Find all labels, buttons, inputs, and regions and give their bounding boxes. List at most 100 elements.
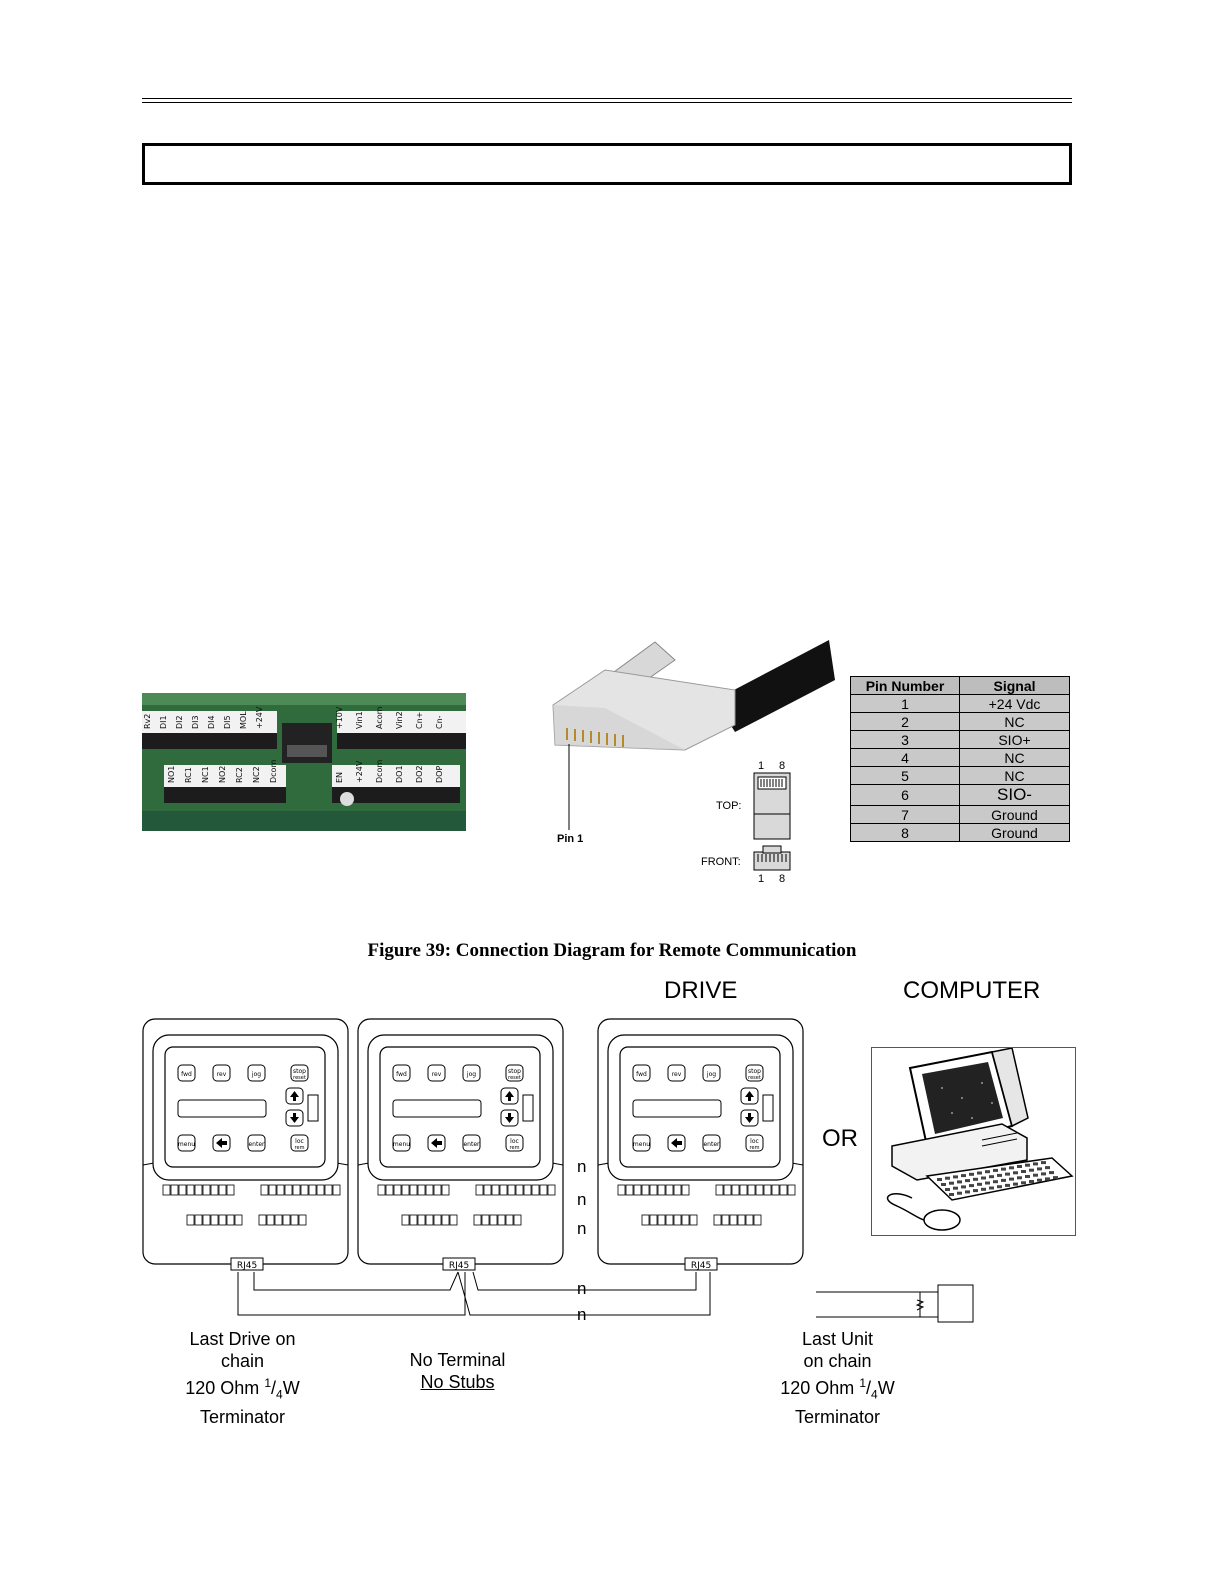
terminal-label: NC2 (252, 766, 261, 783)
column-header-signal: Signal (959, 676, 1070, 695)
n-mark-2: n (577, 1190, 587, 1209)
terminal-label: DI4 (207, 715, 216, 729)
signal-cell: SIO+ (959, 730, 1070, 749)
figure-caption: Figure 39: Connection Diagram for Remote… (367, 940, 857, 961)
loc-rem-button-label: loc (510, 1138, 519, 1145)
rev-button-label: rev (672, 1071, 682, 1078)
pin-cell: 2 (850, 712, 960, 731)
n-mark-1: n (577, 1157, 587, 1176)
rj45-connector-photo (545, 640, 835, 890)
terminal-label: MOL (239, 711, 248, 729)
last-drive-line-2: chain (220, 1351, 265, 1371)
rev-button-label: rev (217, 1071, 227, 1078)
down-arrow-icon (745, 1113, 754, 1123)
rj45-connector-label: RJ45 (237, 1261, 257, 1271)
up-arrow-icon (745, 1091, 754, 1101)
left-arrow-icon (216, 1138, 227, 1148)
top-pin-first: 1 (758, 760, 765, 772)
signal-cell: Ground (959, 805, 1070, 824)
pin-cell: 4 (850, 748, 960, 767)
terminal-label: DI1 (159, 715, 168, 729)
loc-rem-button-label-2: rem (750, 1145, 760, 1151)
jog-button-label: jog (251, 1071, 261, 1078)
header-rule-bottom (142, 102, 1072, 103)
down-arrow-icon (290, 1113, 299, 1123)
header-rule-top (142, 98, 1072, 99)
no-stubs-text: No Stubs (420, 1372, 495, 1392)
loc-rem-button-label-2: rem (295, 1145, 305, 1151)
middle-note: No Terminal No Stubs (370, 1349, 545, 1393)
n-mark-3: n (577, 1219, 587, 1238)
last-unit-line-3: 120 Ohm 1/4W (780, 1376, 895, 1402)
last-unit-line-4: Terminator (794, 1406, 881, 1427)
terminal-label: Dcom (269, 760, 278, 783)
terminal-label: +24V (355, 760, 364, 783)
signal-cell: NC (959, 766, 1070, 785)
last-unit-line-1: Last Unit (801, 1329, 874, 1349)
last-unit-line-2: on chain (803, 1351, 872, 1371)
table-row: 1+24 Vdc (850, 694, 1070, 713)
section-heading-box (142, 143, 1072, 185)
terminal-label: RC2 (235, 767, 244, 783)
terminal-label: Dcom (375, 760, 384, 783)
terminal-label: DI2 (175, 715, 184, 729)
no-terminal-text: No Terminal (409, 1350, 506, 1370)
fwd-button-label: fwd (636, 1071, 647, 1078)
n-mark-4: n (577, 1279, 587, 1298)
column-header-pin: Pin Number (850, 676, 960, 695)
signal-cell: Ground (959, 823, 1070, 842)
last-unit-note: Last Unit on chain 120 Ohm 1/4W Terminat… (745, 1328, 930, 1428)
terminal-label: +10V (335, 706, 344, 729)
signal-cell: SIO- (959, 784, 1070, 806)
front-view-label: FRONT: (701, 856, 741, 868)
left-arrow-icon (671, 1138, 682, 1148)
terminal-label: DO1 (395, 765, 404, 783)
menu-button-label: menu (178, 1141, 195, 1148)
enter-button-label: enter (703, 1141, 720, 1148)
rev-button-label: rev (432, 1071, 442, 1078)
terminal-label: NC1 (201, 766, 210, 783)
pin-cell: 1 (850, 694, 960, 713)
stop-reset-button-label-2: reset (293, 1075, 306, 1081)
loc-rem-button-label: loc (295, 1138, 304, 1145)
terminal-label: Cn- (435, 715, 444, 729)
computer-illustration (871, 1047, 1076, 1236)
last-drive-line-1: Last Drive on (189, 1329, 296, 1349)
terminal-label: DOP (435, 766, 444, 783)
left-arrow-icon (431, 1138, 442, 1148)
loc-rem-button-label-2: rem (510, 1145, 520, 1151)
terminal-label: +24V (255, 706, 264, 729)
or-label: OR (822, 1125, 858, 1152)
computer-terminator-wiring (816, 1284, 974, 1323)
computer-label: COMPUTER (903, 977, 1041, 1004)
n-mark-5: n (577, 1305, 587, 1324)
last-drive-line-4: Terminator (199, 1406, 286, 1427)
front-pin-first: 1 (758, 873, 765, 885)
rj45-connector-label: RJ45 (449, 1261, 469, 1271)
terminal-label: DI5 (223, 715, 232, 729)
down-arrow-icon (505, 1113, 514, 1123)
drive-label: DRIVE (664, 977, 738, 1004)
top-view-label: TOP: (716, 800, 742, 812)
stop-reset-button-label: stop (508, 1068, 521, 1075)
pin-cell: 8 (850, 823, 960, 842)
signal-cell: NC (959, 712, 1070, 731)
top-pin-last: 8 (779, 760, 786, 772)
menu-button-label: menu (393, 1141, 410, 1148)
terminal-label: DI3 (191, 715, 200, 729)
enter-button-label: enter (248, 1141, 265, 1148)
terminal-label: Vin1 (355, 711, 364, 729)
loc-rem-button-label: loc (750, 1138, 759, 1145)
terminal-label: Acom (375, 706, 384, 729)
terminal-label: Vin2 (395, 711, 404, 729)
signal-cell: +24 Vdc (959, 694, 1070, 713)
